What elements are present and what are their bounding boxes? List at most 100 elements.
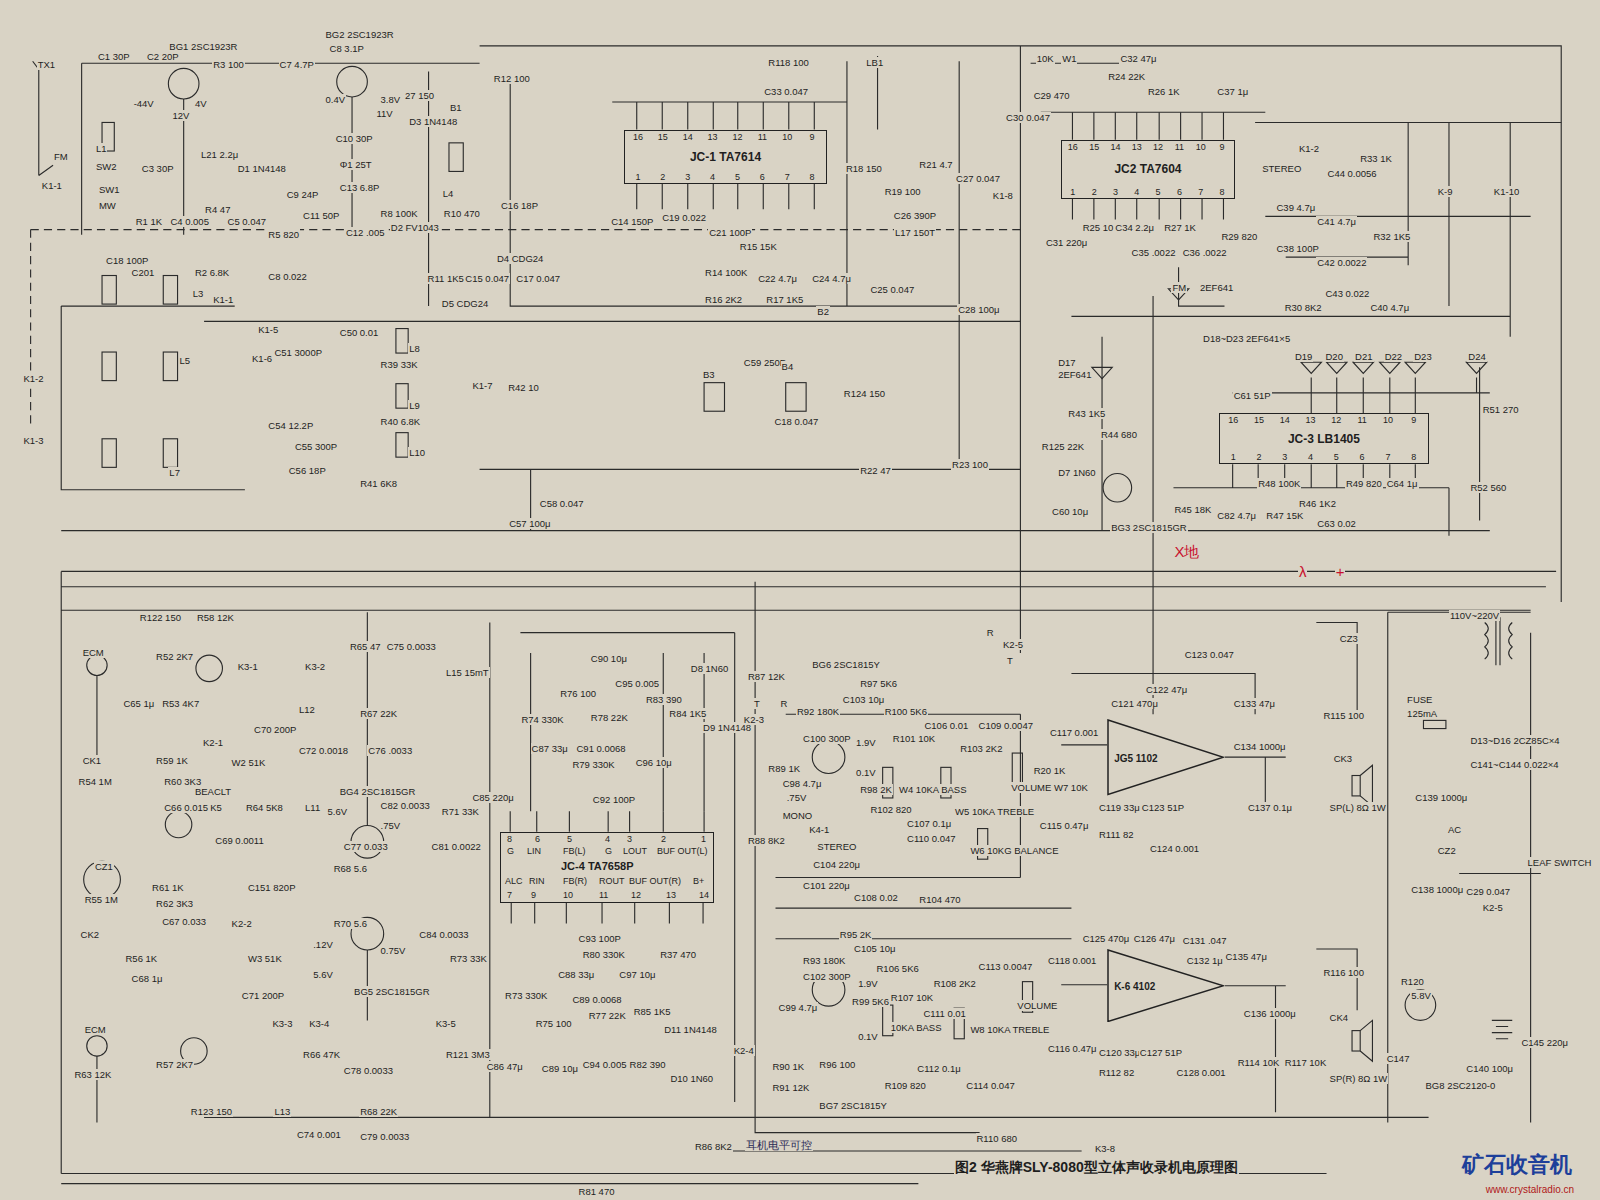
component-label: R18 150 (845, 163, 883, 174)
ic-text: G (605, 846, 612, 856)
component-label: C34 2.2μ (1114, 222, 1155, 233)
component-label: R90 1K (771, 1061, 805, 1072)
component-label: C139 1000μ (1414, 792, 1468, 803)
component-label: L11 (304, 802, 321, 813)
component-label: R55 1M (84, 894, 119, 905)
ic-text: 3 (1282, 452, 1287, 462)
component-label: R23 100 (951, 459, 989, 470)
component-label: D13~D16 2CZ85C×4 (1469, 735, 1560, 746)
component-label: C17 0.047 (515, 273, 561, 284)
ic-text: 4 (605, 834, 610, 844)
component-label: R43 1K5 (1067, 408, 1106, 419)
ic-text: 16 (1068, 142, 1078, 152)
ic-text: FB(R) (563, 876, 587, 886)
component-label: R108 2K2 (933, 978, 977, 989)
component-label: R96 100 (818, 1059, 856, 1070)
component-label: R106 5K6 (876, 963, 920, 974)
component-label: R1 1K (135, 216, 163, 227)
component-label: C151 820P (247, 882, 297, 893)
component-label: 12V (171, 110, 190, 121)
component-label: R81 470 (578, 1186, 616, 1197)
component-label: LEAF SWITCH (1527, 857, 1593, 868)
component-label: Φ1 25T (339, 159, 373, 170)
component-label: K1-2 (1298, 143, 1320, 154)
component-label: VOLUME W7 10K (1010, 782, 1089, 793)
component-label: K1-3 (22, 435, 44, 446)
ic-text: 15 (1254, 415, 1264, 425)
component-label: K1-5 (257, 324, 279, 335)
component-label: R20 1K (1033, 765, 1067, 776)
component-label: C30 0.047 (1005, 112, 1051, 123)
component-label: CK1 (82, 755, 102, 766)
component-label: R66 47K (302, 1049, 341, 1060)
component-label: C7 4.7P (279, 59, 315, 70)
component-label: R65 47 (349, 641, 382, 652)
ic-text: 8 (810, 172, 815, 182)
component-label: L12 (298, 704, 316, 715)
component-label: C71 200P (241, 990, 285, 1001)
component-label: R27 1K (1163, 222, 1197, 233)
component-label: C33 0.047 (763, 86, 809, 97)
ic-text: 9 (1220, 142, 1225, 152)
component-label: R84 1K5 (668, 708, 707, 719)
component-label: R77 22K (588, 1010, 627, 1021)
ic-text: ROUT (599, 876, 625, 886)
op-amp-triangle: JG5 1102 (1107, 719, 1224, 796)
component-label: C107 0.1μ (906, 818, 952, 829)
component-label: W4 10KA BASS (898, 784, 968, 795)
component-label: 5.8V (1410, 990, 1432, 1001)
ic-text: 2 (661, 834, 666, 844)
ic-name: JG5 1102 (1114, 752, 1157, 763)
component-label: R67 22K (359, 708, 398, 719)
component-label: C32 47μ (1119, 53, 1157, 64)
handwritten-mark: + (1335, 564, 1346, 580)
component-label: BG6 2SC1815Y (811, 659, 881, 670)
component-label: C64 1μ (1386, 478, 1419, 489)
component-label: R52 2K7 (155, 651, 194, 662)
component-label: 27 150 (404, 90, 435, 101)
ic-text: 11 (1357, 415, 1366, 425)
ic-text: 4 (1134, 187, 1139, 197)
ic-text: 6 (760, 172, 765, 182)
component-label: C61 51P (1233, 390, 1272, 401)
component-label: R79 330K (571, 759, 615, 770)
component-label: 0.75V (380, 945, 407, 956)
component-label: C58 0.047 (539, 498, 585, 509)
component-label: C2 20P (146, 51, 180, 62)
ic-text: 6 (535, 834, 540, 844)
component-label: R51 270 (1482, 404, 1520, 415)
component-label: 2EF641 (1057, 369, 1092, 380)
component-label: C123 51P (1141, 802, 1185, 813)
component-label: R48 100K (1257, 478, 1301, 489)
component-label: .75V (380, 820, 402, 831)
component-label: C37 1μ (1216, 86, 1249, 97)
ic-text: 14 (1280, 415, 1290, 425)
ic-name: JC-4 TA7658P (561, 860, 634, 872)
component-label: K3-4 (308, 1018, 330, 1029)
component-label: R11 1K5 (427, 273, 465, 284)
component-label: C82 4.7μ (1216, 510, 1257, 521)
component-label: K3-2 (304, 661, 326, 672)
component-label: K1-8 (992, 190, 1014, 201)
ic-text: FB(L) (563, 846, 586, 856)
component-label: R82 390 (629, 1059, 667, 1070)
component-label: C128 0.001 (1176, 1067, 1227, 1078)
component-label: K2-1 (202, 737, 224, 748)
component-label: R42 10 (507, 382, 540, 393)
component-label: R115 100 (1322, 710, 1365, 721)
component-label: AC (1447, 824, 1462, 835)
component-label: R47 15K (1265, 510, 1304, 521)
ic-text: 14 (699, 890, 709, 900)
component-label: K1-2 (22, 373, 44, 384)
ic-text: 8 (1220, 187, 1225, 197)
component-label: C104 220μ (812, 859, 861, 870)
component-label: R61 1K (151, 882, 185, 893)
component-label: C90 10μ (590, 653, 628, 664)
component-label: C11 50P (302, 210, 340, 221)
component-label: D24 (1467, 351, 1486, 362)
ic-text: 2 (1092, 187, 1097, 197)
component-label: W3 51K (247, 953, 283, 964)
component-label: C29 0.047 (1465, 886, 1511, 897)
component-label: K1-6 (251, 353, 273, 364)
component-label: C12 .005 (345, 227, 386, 238)
